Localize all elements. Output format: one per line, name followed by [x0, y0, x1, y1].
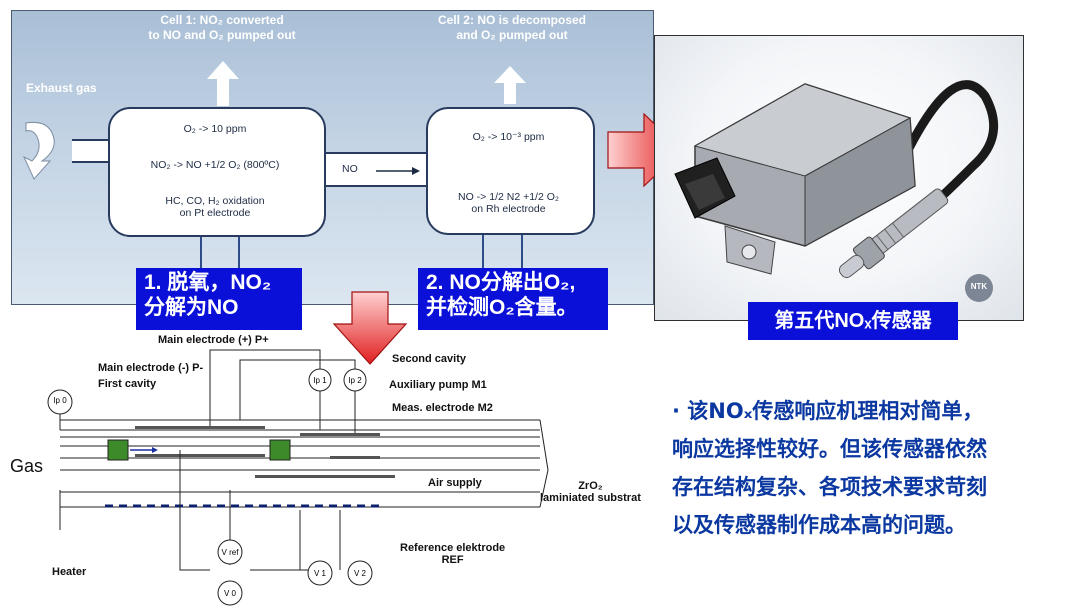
- second-cavity-label: Second cavity: [392, 353, 466, 365]
- substrate-label: ZrO₂ laminiated substrat: [540, 480, 641, 504]
- first-cavity-label: First cavity: [98, 378, 157, 390]
- main-electrode-neg-label: Main electrode (-) P-: [98, 362, 204, 374]
- sensor-photo: NTK: [654, 35, 1024, 321]
- down-arrow: [332, 291, 408, 365]
- main-electrode-pos-label: Main electrode (+) P+: [158, 334, 269, 346]
- ip1-meter-label: Ip 1: [313, 376, 327, 385]
- ntk-logo: NTK: [970, 282, 988, 291]
- cell1-title: Cell 1: NO₂ converted to NO and O₂ pumpe…: [148, 13, 296, 42]
- sensor-cross-section: [47, 349, 549, 606]
- cell2-line-1: O₂ -> 10⁻³ ppm: [472, 131, 545, 143]
- ip2-meter-label: Ip 2: [348, 376, 362, 385]
- flow-label: NO: [342, 163, 358, 175]
- cell2-line-2: NO -> 1/2 N2 +1/2 O₂ on Rh electrode: [458, 191, 559, 215]
- v0-meter-label: V 0: [223, 589, 236, 598]
- gas-label: Gas: [10, 456, 44, 476]
- cell1-line-3: HC, CO, H₂ oxidation on Pt electrode: [165, 195, 265, 219]
- cell2-box: O₂ -> 10⁻³ ppm NO -> 1/2 N2 +1/2 O₂ on R…: [426, 107, 595, 235]
- cell2-title: Cell 2: NO is decomposed and O₂ pumped o…: [437, 13, 587, 42]
- schematic-graphics: [22, 61, 527, 277]
- heater-label: Heater: [52, 566, 87, 578]
- aux-pump-label: Auxiliary pump M1: [389, 379, 487, 391]
- cell1-box: O₂ -> 10 ppm NO₂ -> NO +1/2 O₂ (800ºC) H…: [108, 107, 326, 237]
- schematic-panel: Cell 1: NO₂ converted to NO and O₂ pumpe…: [11, 10, 654, 305]
- step1-callout: 1. 脱氧，NO₂ 分解为NO: [136, 268, 302, 330]
- v1-meter-label: V 1: [313, 569, 326, 578]
- vref-meter-label: V ref: [221, 548, 239, 557]
- cell1-line-1: O₂ -> 10 ppm: [183, 123, 247, 135]
- description-text: · 该NOₓ传感响应机理相对简单， 响应选择性较好。但该传感器依然 存在结构复杂…: [672, 399, 987, 537]
- ip0-meter-label: Ip 0: [53, 396, 67, 405]
- meas-electrode-label: Meas. electrode M2: [392, 402, 493, 414]
- air-supply-label: Air supply: [428, 477, 482, 489]
- v2-meter-label: V 2: [353, 569, 366, 578]
- sensor-label: 第五代NOₓ传感器: [748, 302, 958, 340]
- sensor-drawing: [674, 80, 999, 302]
- exhaust-gas-label: Exhaust gas: [26, 81, 97, 95]
- reference-electrode-label: Reference elektrode REF: [400, 542, 506, 566]
- step2-callout: 2. NO分解出O₂, 并检测O₂含量。: [418, 268, 608, 330]
- cell1-line-2: NO₂ -> NO +1/2 O₂ (800ºC): [150, 159, 280, 171]
